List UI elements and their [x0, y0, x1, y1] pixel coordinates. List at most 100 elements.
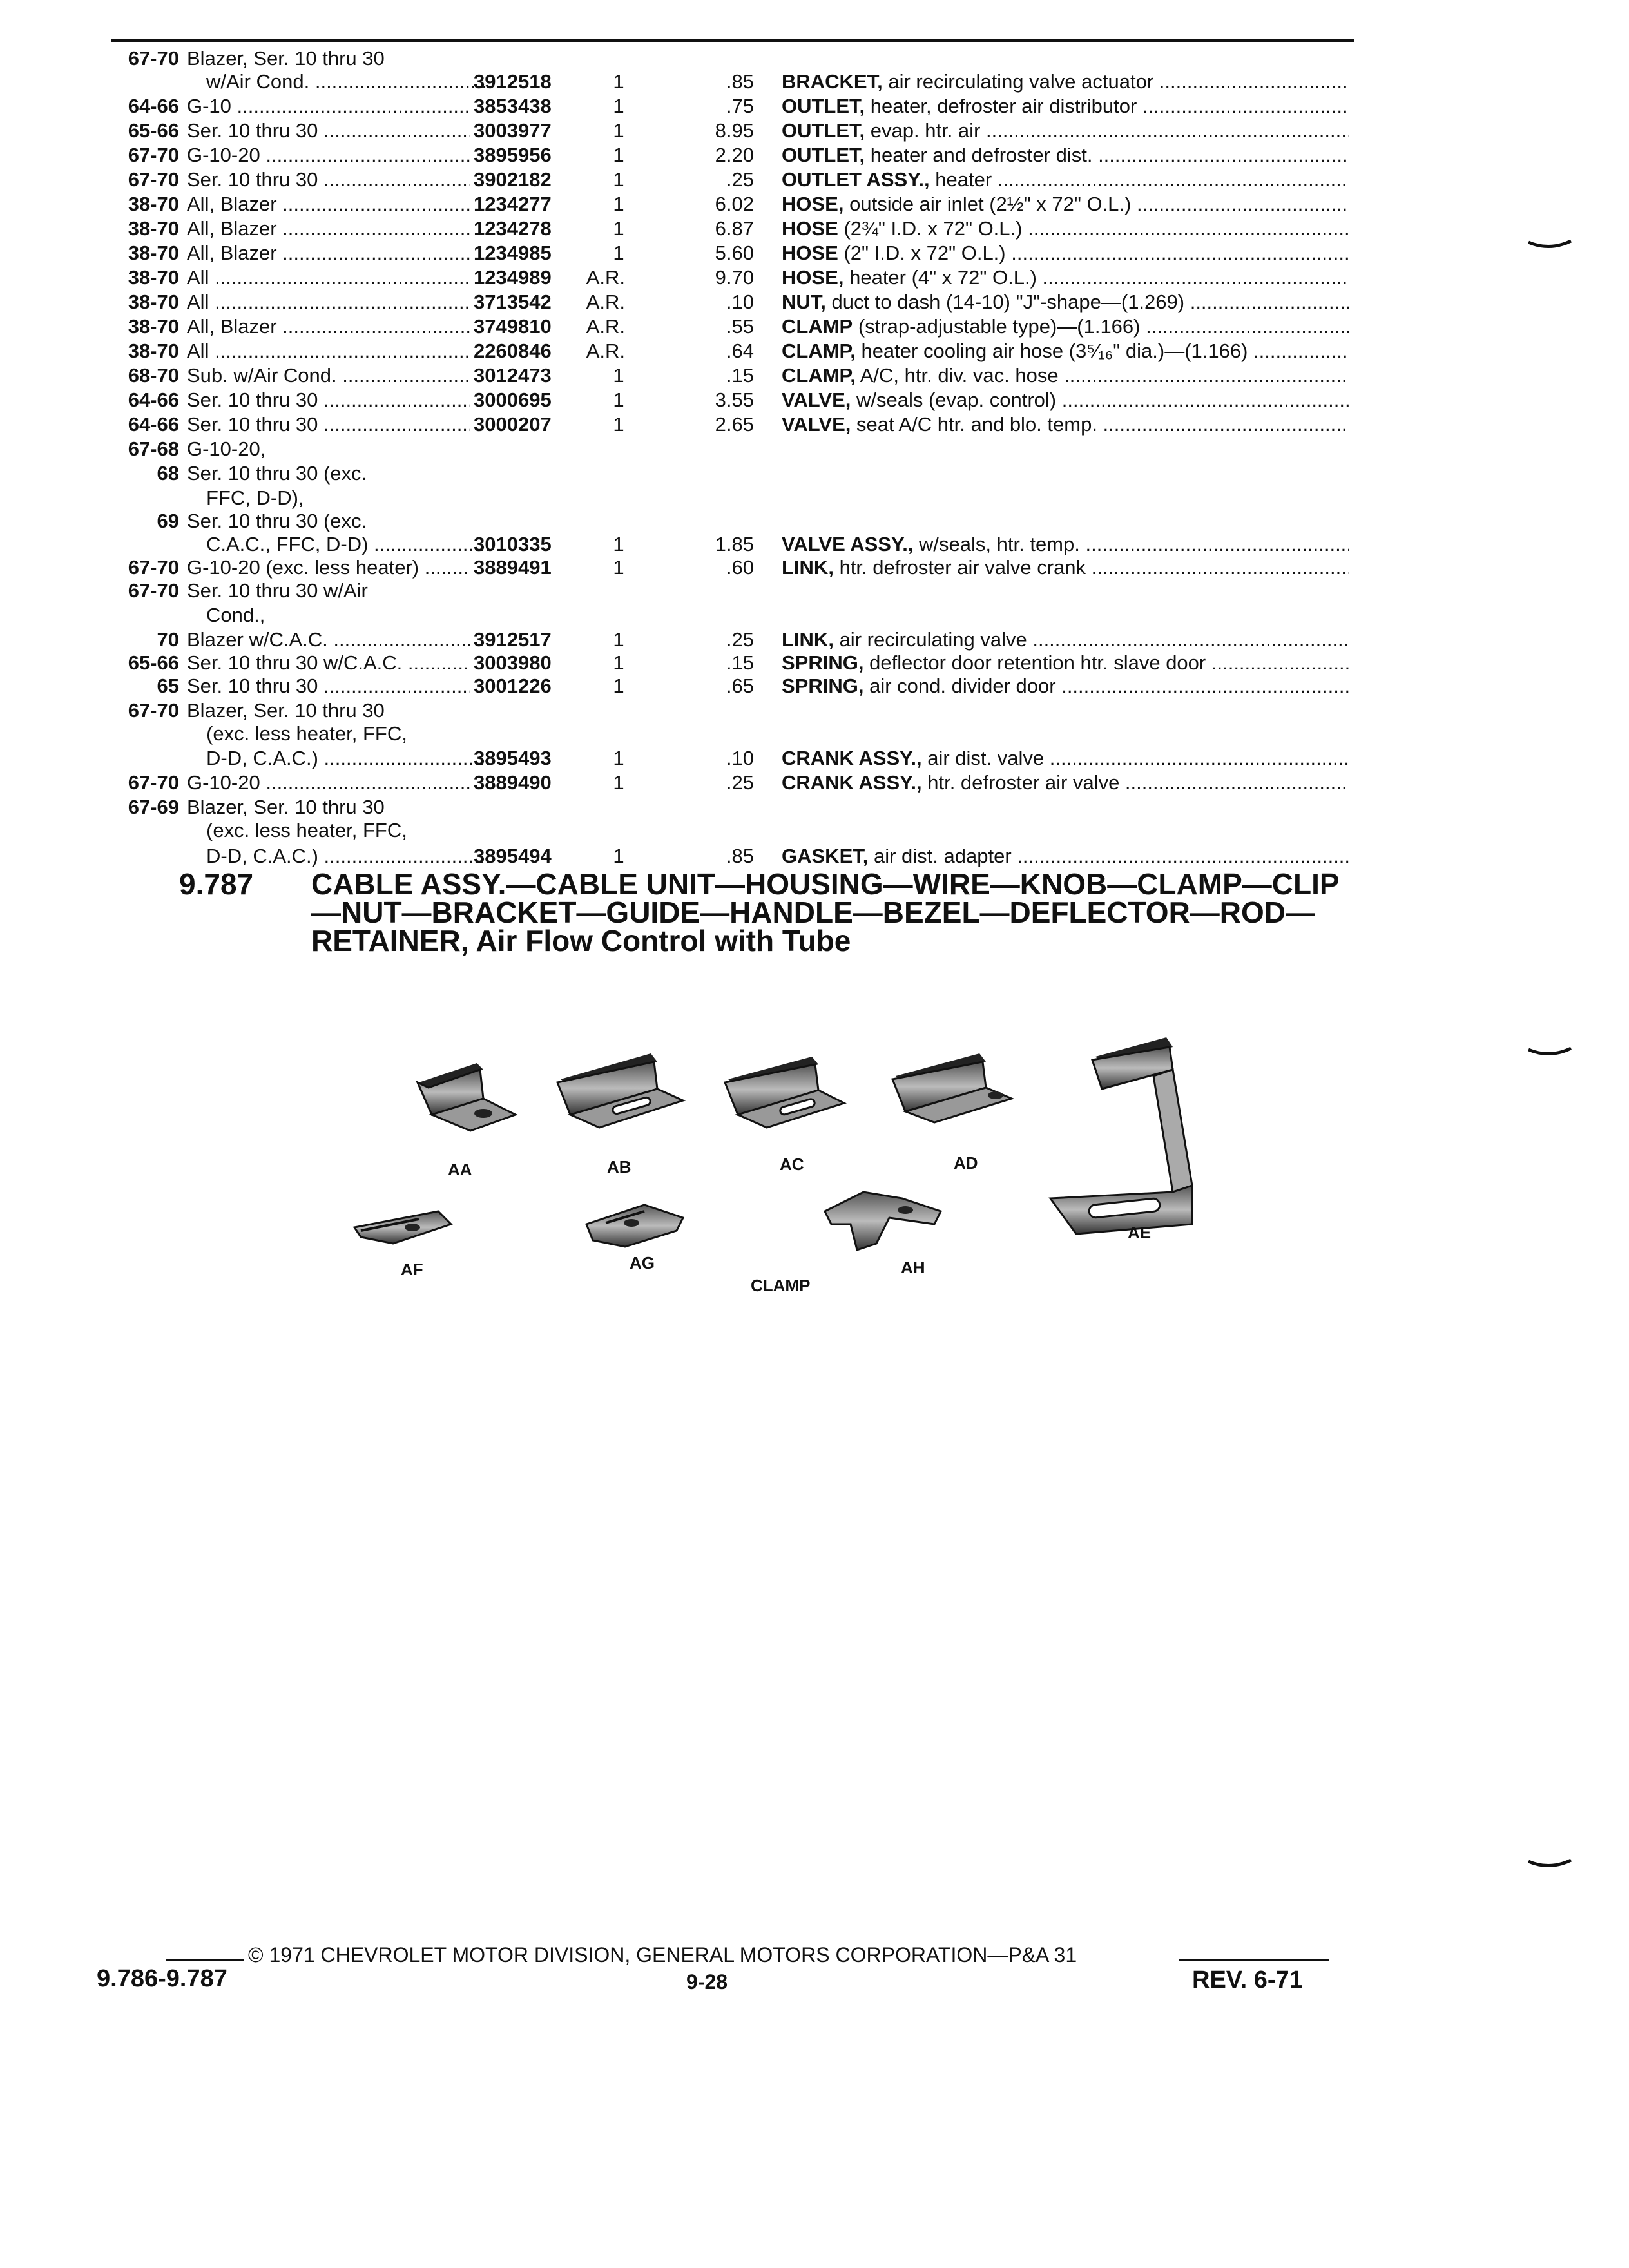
footer-page-number: 9-28: [686, 1970, 728, 1994]
row-price: 2.65: [715, 413, 754, 436]
top-rule: [111, 39, 1354, 42]
row-price: 9.70: [715, 266, 754, 289]
row-part-number: 3012473: [474, 364, 552, 387]
row-part-detail: heater, defroster air distributor: [870, 95, 1137, 117]
row-part-title: HOSE: [782, 242, 838, 264]
table-row: 67-68 G-10-20,: [0, 437, 1629, 461]
row-part-number: 3889491: [474, 556, 552, 579]
row-price: .55: [726, 315, 754, 338]
row-part-name: GASKET, air dist. adapter: [782, 844, 1349, 869]
row-years: 65-66: [128, 119, 179, 142]
row-application: All: [187, 290, 470, 314]
clip-ac-shape: [723, 1057, 847, 1129]
label-af: AF: [401, 1260, 423, 1279]
row-application: Ser. 10 thru 30: [187, 119, 470, 143]
row-quantity: 1: [613, 95, 624, 117]
row-quantity: 1: [613, 168, 624, 191]
row-quantity: 1: [613, 242, 624, 264]
row-years: 64-66: [128, 413, 179, 436]
row-price: 6.87: [715, 217, 754, 240]
row-part-number: 3853438: [474, 95, 552, 117]
row-years: 67-70: [128, 168, 179, 191]
row-application: Ser. 10 thru 30: [187, 168, 470, 192]
row-part-number: 1234277: [474, 193, 552, 215]
row-part-name: VALVE, seat A/C htr. and blo. temp.: [782, 412, 1349, 437]
row-application: G-10-20,: [187, 437, 266, 460]
row-part-title: OUTLET ASSY.,: [782, 168, 930, 191]
row-years: 65: [157, 675, 179, 697]
table-row: 67-70G-10-20 (exc. less heater)38894911.…: [0, 555, 1629, 580]
row-application: All: [187, 339, 470, 363]
row-price: .10: [726, 291, 754, 313]
row-part-name: LINK, htr. defroster air valve crank: [782, 555, 1349, 580]
row-quantity: A.R.: [586, 266, 625, 289]
parts-figure: AA AB AC AD AE AF AG AH CLAMP: [322, 1018, 1237, 1321]
row-years: 67-70: [128, 47, 179, 70]
clip-ah-shape: [823, 1191, 943, 1251]
row-quantity: 1: [613, 144, 624, 166]
row-application: w/Air Cond.: [187, 70, 490, 94]
row-application: G-10-20: [187, 143, 470, 168]
clip-ab-shape: [555, 1053, 686, 1129]
row-part-number: 1234278: [474, 217, 552, 240]
row-part-name: VALVE ASSY., w/seals, htr. temp.: [782, 532, 1349, 557]
row-price: .85: [726, 70, 754, 93]
row-part-name: CLAMP (strap-adjustable type)—(1.166): [782, 314, 1349, 339]
footer-rule-right: [1179, 1959, 1329, 1961]
row-part-number: 3895494: [474, 845, 552, 867]
row-part-title: HOSE: [782, 217, 838, 240]
row-part-detail: heater (4" x 72" O.L.): [849, 266, 1037, 289]
row-part-title: VALVE ASSY.,: [782, 533, 914, 555]
row-application: (exc. less heater, FFC,: [206, 722, 407, 745]
row-years: 67-68: [128, 437, 179, 460]
footer-revision: REV. 6-71: [1192, 1966, 1303, 1994]
row-part-detail: (strap-adjustable type)—(1.166): [858, 315, 1141, 338]
row-quantity: 1: [613, 556, 624, 579]
table-row: Cond.,: [0, 603, 1629, 628]
row-quantity: A.R.: [586, 315, 625, 338]
row-quantity: 1: [613, 675, 624, 697]
row-years: 38-70: [128, 193, 179, 215]
row-part-name: HOSE (2" I.D. x 72" O.L.): [782, 241, 1349, 265]
table-row: (exc. less heater, FFC,: [0, 818, 1629, 843]
row-part-name: CLAMP, heater cooling air hose (3⁵⁄₁₆" d…: [782, 339, 1349, 363]
row-quantity: 1: [613, 747, 624, 769]
row-quantity: 1: [613, 628, 624, 651]
row-application: D-D, C.A.C.): [187, 746, 490, 771]
row-part-title: BRACKET,: [782, 70, 883, 93]
row-part-name: SPRING, air cond. divider door: [782, 674, 1349, 698]
row-price: .65: [726, 675, 754, 697]
row-years: 67-70: [128, 144, 179, 166]
row-part-detail: w/seals (evap. control): [856, 389, 1057, 411]
row-part-number: 3912517: [474, 628, 552, 651]
row-part-number: 3000695: [474, 389, 552, 411]
row-part-name: BRACKET, air recirculating valve actuato…: [782, 70, 1349, 94]
row-application: G-10-20: [187, 771, 470, 795]
row-quantity: 1: [613, 193, 624, 215]
row-part-detail: seat A/C htr. and blo. temp.: [856, 413, 1097, 436]
row-years: 67-69: [128, 796, 179, 818]
row-part-title: CLAMP,: [782, 364, 856, 387]
label-ag: AG: [630, 1253, 655, 1273]
row-price: .15: [726, 364, 754, 387]
row-part-title: CRANK ASSY.,: [782, 747, 922, 769]
row-price: .25: [726, 628, 754, 651]
row-part-title: LINK,: [782, 556, 834, 579]
row-years: 38-70: [128, 315, 179, 338]
row-years: 70: [157, 628, 179, 651]
row-application: All, Blazer: [187, 241, 470, 265]
row-part-name: SPRING, deflector door retention htr. sl…: [782, 651, 1349, 675]
row-price: .25: [726, 771, 754, 794]
margin-mark: [1528, 1859, 1572, 1868]
